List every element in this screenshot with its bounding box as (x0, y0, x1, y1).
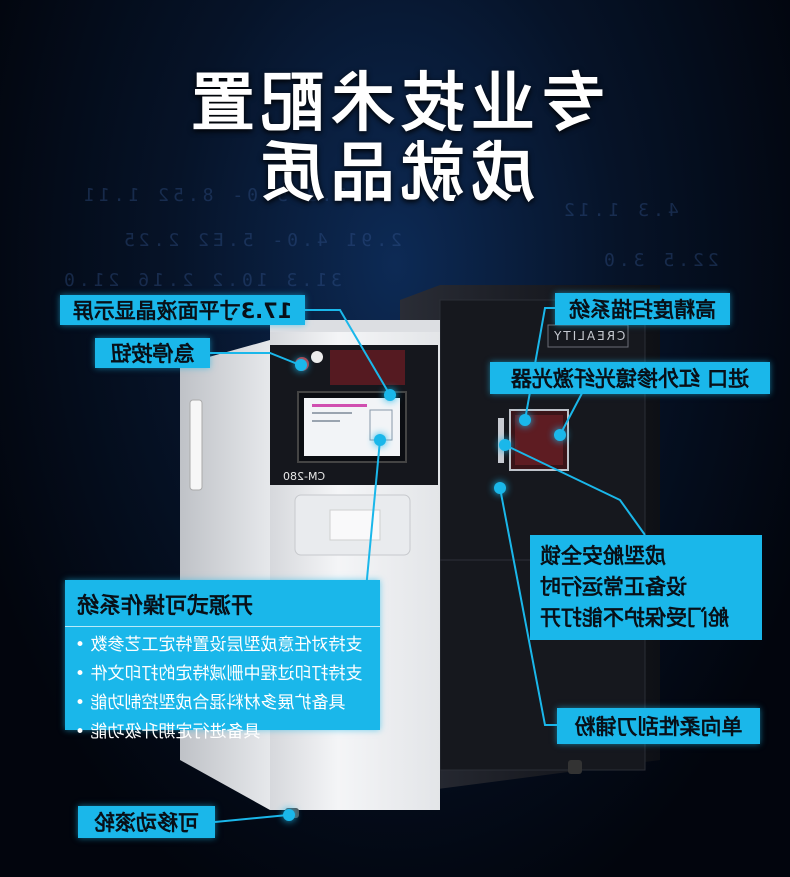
callout-dot-estop (295, 359, 307, 371)
callout-scan: 高精度扫描系统 (555, 293, 730, 325)
brand-label: CREALITY (552, 329, 626, 343)
callout-dot-laser (554, 429, 566, 441)
callout-dot-scan (519, 414, 531, 426)
safety-lock-line-1: 成型舱安全锁 (540, 544, 666, 568)
callout-safety-lock: 成型舱安全锁 设备正常运行时 舱门受保护不能打开 (530, 535, 762, 640)
software-panel: 开源式可操作系统 支持对任意成型层设置特定工艺参数 支持打印过程中删减特定的打印… (65, 580, 380, 742)
safety-lock-line-2: 设备正常运行时 (540, 575, 687, 599)
callout-wheels: 可移动滚轮 (78, 806, 215, 838)
software-title: 开源式可操作系统 (65, 580, 380, 627)
callout-lcd: 17.3寸平面液晶显示屏 (60, 295, 305, 325)
callout-laser: 进口 红外掺镱光纤激光器 (490, 362, 770, 394)
callout-dot-software (374, 434, 386, 446)
software-features: 支持对任意成型层设置特定工艺参数 支持打印过程中删减特定的打印文件 具备扩展多材… (65, 627, 380, 751)
software-feature-item: 支持对任意成型层设置特定工艺参数 (75, 631, 370, 660)
software-feature-item: 具备扩展多材料混合成型控制功能 (75, 689, 370, 718)
callout-estop: 急停按钮 (95, 338, 210, 368)
callout-dot-lcd (384, 389, 396, 401)
software-feature-item: 具备进行定期升级功能 (75, 718, 370, 747)
model-label: CM-280 (283, 470, 326, 483)
safety-lock-line-3: 舱门受保护不能打开 (540, 606, 729, 630)
callout-recoater: 单向柔性刮刀铺粉 (557, 708, 760, 744)
callout-dot-wheels (283, 809, 295, 821)
software-feature-item: 支持打印过程中删减特定的打印文件 (75, 660, 370, 689)
callout-dot-recoater (494, 482, 506, 494)
callout-dot-lock (499, 439, 511, 451)
